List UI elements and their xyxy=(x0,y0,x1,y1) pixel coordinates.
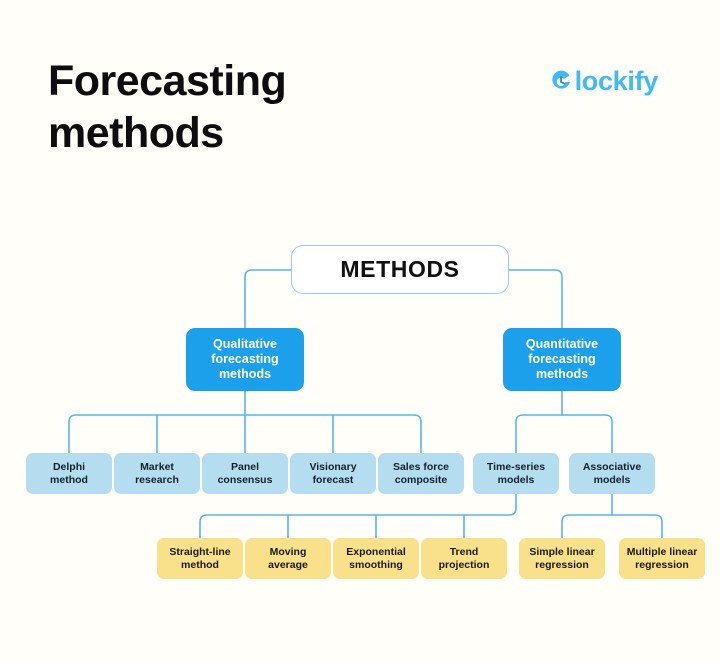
node-quantitative-forecasting-methods[interactable]: Quantitative forecasting methods xyxy=(503,328,621,391)
clockify-logo: lockify xyxy=(549,68,658,95)
node-methods[interactable]: METHODS xyxy=(291,245,509,294)
edge-methods-qualitative xyxy=(244,269,292,329)
edge-associative-bus xyxy=(561,514,663,539)
node-straight-line-method[interactable]: Straight-line method xyxy=(157,538,243,579)
node-simple-linear-regression[interactable]: Simple linear regression xyxy=(519,538,605,579)
node-panel-consensus[interactable]: Panel consensus xyxy=(202,453,288,494)
node-multiple-linear-regression[interactable]: Multiple linear regression xyxy=(619,538,705,579)
node-delphi-method[interactable]: Delphi method xyxy=(26,453,112,494)
node-exponential-smoothing[interactable]: Exponential smoothing xyxy=(333,538,419,579)
node-moving-average[interactable]: Moving average xyxy=(245,538,331,579)
header: Forecasting methods lockify xyxy=(0,0,720,200)
node-time-series-models[interactable]: Time-series models xyxy=(473,453,559,494)
node-visionary-forecast[interactable]: Visionary forecast xyxy=(290,453,376,494)
page-title: Forecasting methods xyxy=(48,57,287,158)
edge-timeseries-bus xyxy=(199,493,517,539)
node-qualitative-forecasting-methods[interactable]: Qualitative forecasting methods xyxy=(186,328,304,391)
clockify-wordmark: lockify xyxy=(574,66,659,96)
node-trend-projection[interactable]: Trend projection xyxy=(421,538,507,579)
node-market-research[interactable]: Market research xyxy=(114,453,200,494)
node-associative-models[interactable]: Associative models xyxy=(569,453,655,494)
edge-quantitative-bus xyxy=(515,414,613,454)
node-sales-force-composite[interactable]: Sales force composite xyxy=(378,453,464,494)
clock-c-icon xyxy=(549,70,573,94)
edge-methods-quantitative xyxy=(508,269,563,329)
